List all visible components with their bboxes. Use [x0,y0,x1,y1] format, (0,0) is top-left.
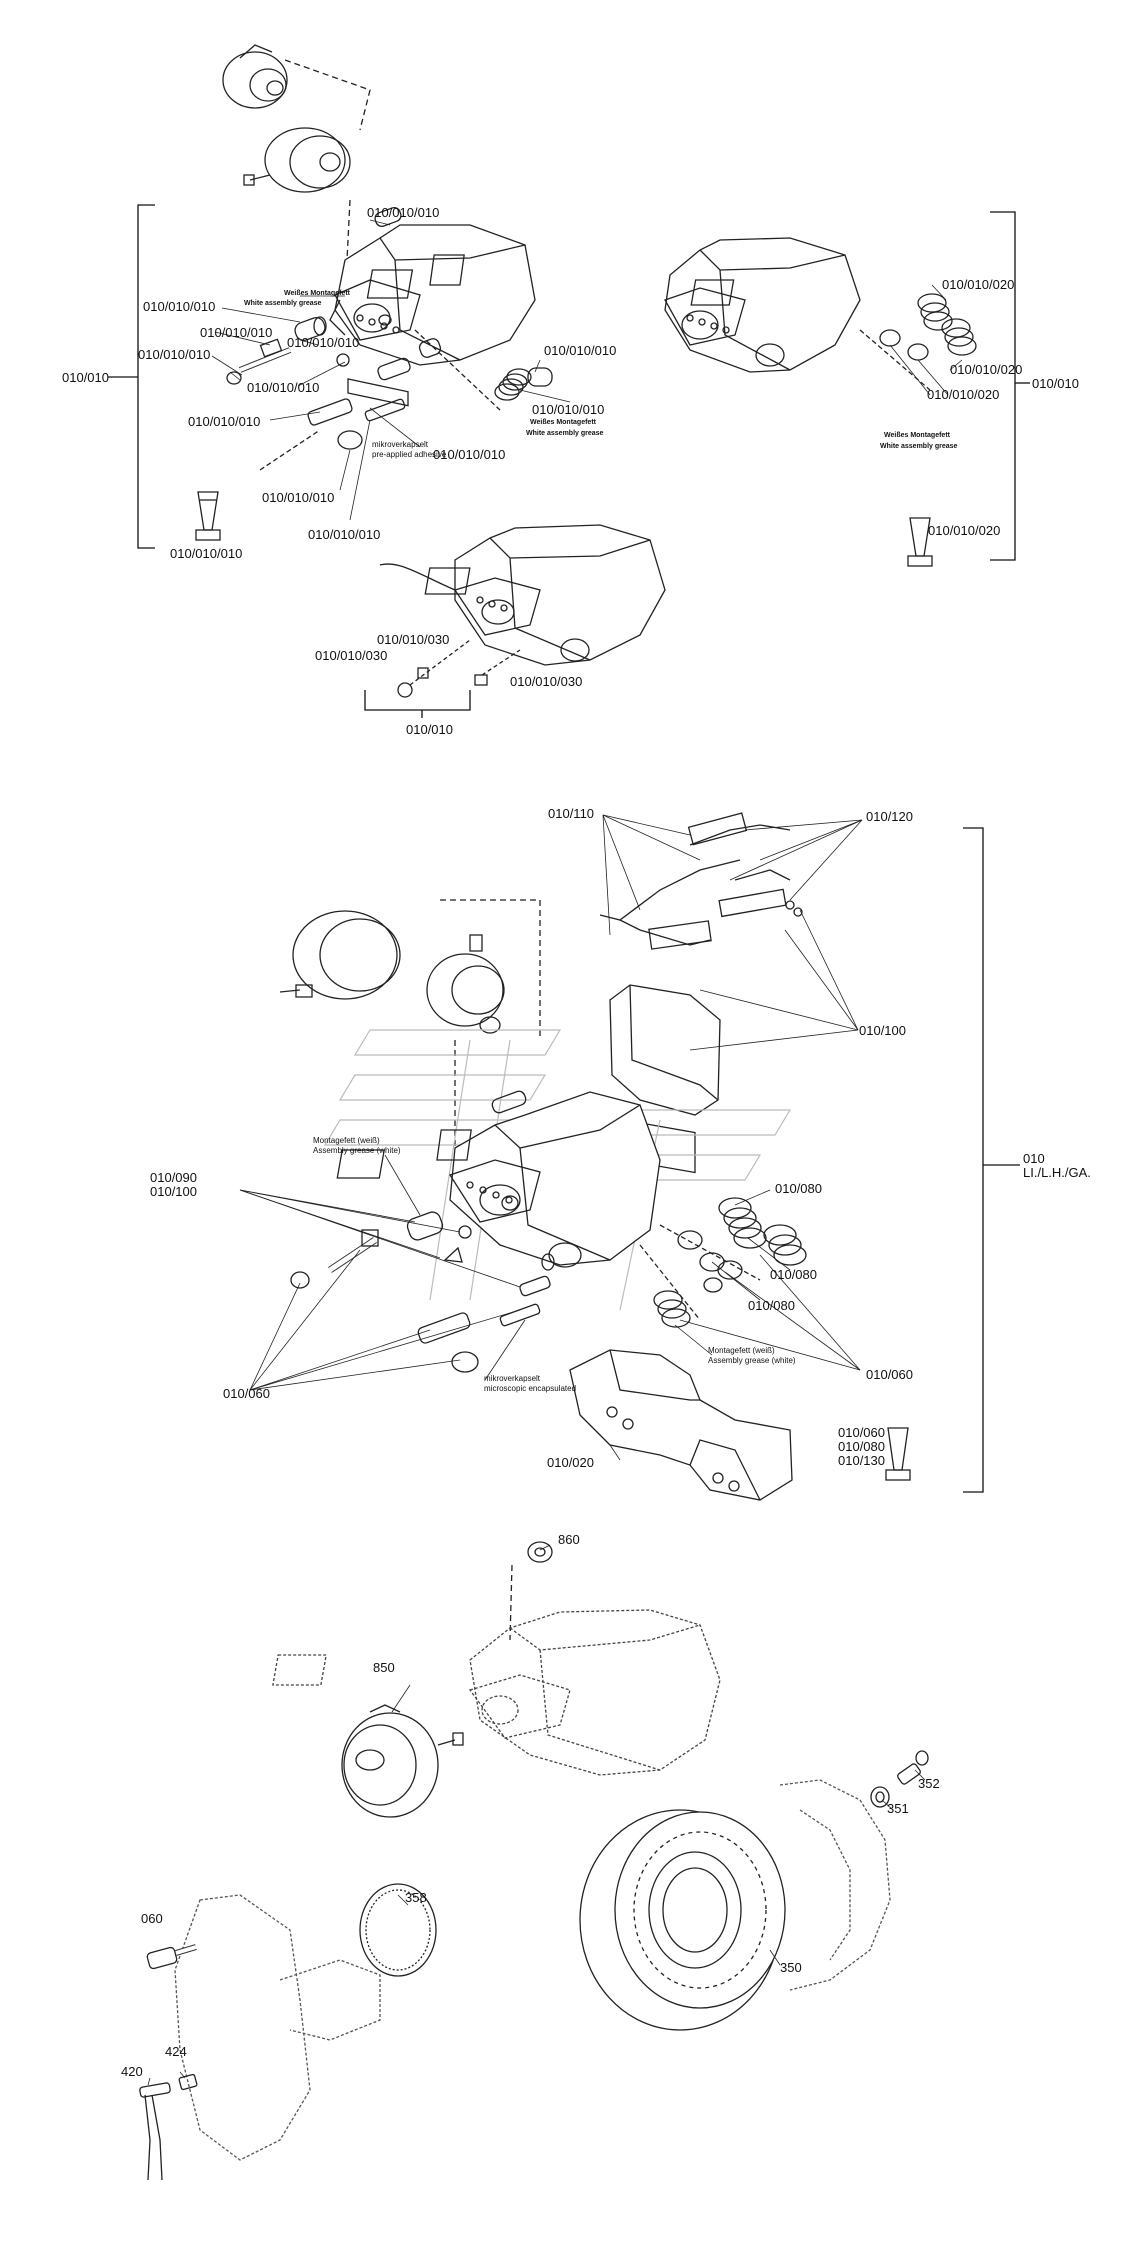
leader-lines-1 [211,219,571,521]
note-adhesive-de: mikroverkapselt [484,1374,541,1383]
note-grease-en: Assembly grease (white) [708,1356,796,1365]
label-part: 010/010/020 [942,277,1015,292]
sensor-420-icon [139,2082,171,2181]
label-part: 010/010/010 [433,447,506,462]
bolt-060-icon [146,1944,197,1970]
label-part: 010/100 [150,1184,197,1199]
note-grease-de: Weißes Montagefett [284,290,350,297]
leader-lines-2 [239,814,863,1461]
label-part: 010/010/010 [308,527,381,542]
note-grease-en: Assembly grease (white) [313,1146,401,1155]
label-part: 010/060 [223,1386,270,1401]
section3-drawing [139,1541,929,2181]
note-grease-de: Montagefett (weiß) [708,1346,775,1355]
label-part: 010/080 [770,1267,817,1282]
label-part: 010/100 [859,1023,906,1038]
label-part: 010/060 [866,1367,913,1382]
label-part: 010/010/010 [170,546,243,561]
section2-drawing [239,812,1020,1501]
label-part: 010/010/010 [143,299,216,314]
label-bracket: LI./L.H./GA. [1023,1165,1091,1180]
leader-lines-3 [147,1544,926,2086]
nut-860-icon [509,1541,553,1641]
caliper-housing-3 [379,524,666,666]
label-part: 010/010/010 [367,205,440,220]
label-part: 010/010/010 [544,343,617,358]
label-part: 010/010/020 [950,362,1023,377]
label-part: 351 [887,1801,909,1816]
brake-disc-350-icon [579,1809,786,2031]
label-part: 010/010/010 [287,335,360,350]
hub-outline-dashed [174,1779,891,2161]
label-bracket: 010/010 [62,370,109,385]
note-adhesive-en: pre-applied adhesive [372,450,447,459]
parts-set-1 [195,207,553,541]
section1-drawing [108,44,1030,718]
note-grease-de: Weißes Montagefett [530,419,596,426]
label-part: 010/130 [838,1453,885,1468]
label-part: 352 [918,1776,940,1791]
brake-pad-icon [609,984,721,1174]
label-part: 010/010/010 [200,325,273,340]
note-grease-de: Montagefett (weiß) [313,1136,380,1145]
label-bracket: 010/010 [406,722,453,737]
parts-set-3 [397,639,521,698]
label-part: 850 [373,1660,395,1675]
brake-chamber-small-icon [222,44,371,301]
label-part: 358 [405,1890,427,1905]
clip-424-icon [178,2073,198,2091]
note-grease-en: White assembly grease [526,430,604,437]
label-part: 010/010/010 [247,380,320,395]
caliper-housing-2 [664,237,861,373]
label-part: 010/110 [548,806,595,821]
label-part: 010/010/010 [188,414,261,429]
label-part: 424 [165,2044,187,2059]
label-part: 010/010/020 [927,387,1000,402]
label-part: 060 [141,1911,163,1926]
abs-ring-358-icon [359,1883,437,1977]
label-part: 420 [121,2064,143,2079]
note-grease-de: Weißes Montagefett [884,432,950,439]
bracket-bottom [364,690,471,711]
label-part: 010/090 [150,1170,197,1185]
bracket-right [990,211,1016,561]
bracket-010 [963,827,984,1493]
label-part: 010/080 [838,1439,885,1454]
label-part: 010/010/010 [138,347,211,362]
brake-chamber-icon [279,899,541,1150]
label-part: 010/060 [838,1425,885,1440]
label-part: 010/010/030 [510,674,583,689]
label-bracket: 010 [1023,1151,1045,1166]
parts-set-4 [290,1090,911,1501]
caliper-outline-dashed [272,1609,721,1776]
label-bracket: 010/010 [1032,376,1079,391]
bolt-352-icon [897,1750,929,1785]
label-part: 010/010/010 [262,490,335,505]
wear-sensor-harness [599,812,803,950]
label-part: 010/020 [547,1455,594,1470]
washer-351-icon [870,1786,890,1808]
bracket-left [137,204,155,549]
caliper-housing-1 [329,224,536,407]
caliper-housing-4 [336,1091,661,1268]
label-part: 010/010/010 [532,402,605,417]
note-grease-en: White assembly grease [880,443,958,450]
label-part: 010/010/020 [928,523,1001,538]
note-grease-en: White assembly grease [244,300,322,307]
brake-chamber-850-icon [341,1704,464,1818]
label-part: 010/120 [866,809,913,824]
label-part: 010/080 [748,1298,795,1313]
label-part: 010/010/030 [315,648,388,663]
label-part: 350 [780,1960,802,1975]
label-part: 010/010/030 [377,632,450,647]
label-part: 860 [558,1532,580,1547]
note-adhesive-de: mikroverkapselt [372,440,429,449]
label-part: 010/080 [775,1181,822,1196]
note-adhesive-en: microscopic encapsulated [484,1384,577,1393]
